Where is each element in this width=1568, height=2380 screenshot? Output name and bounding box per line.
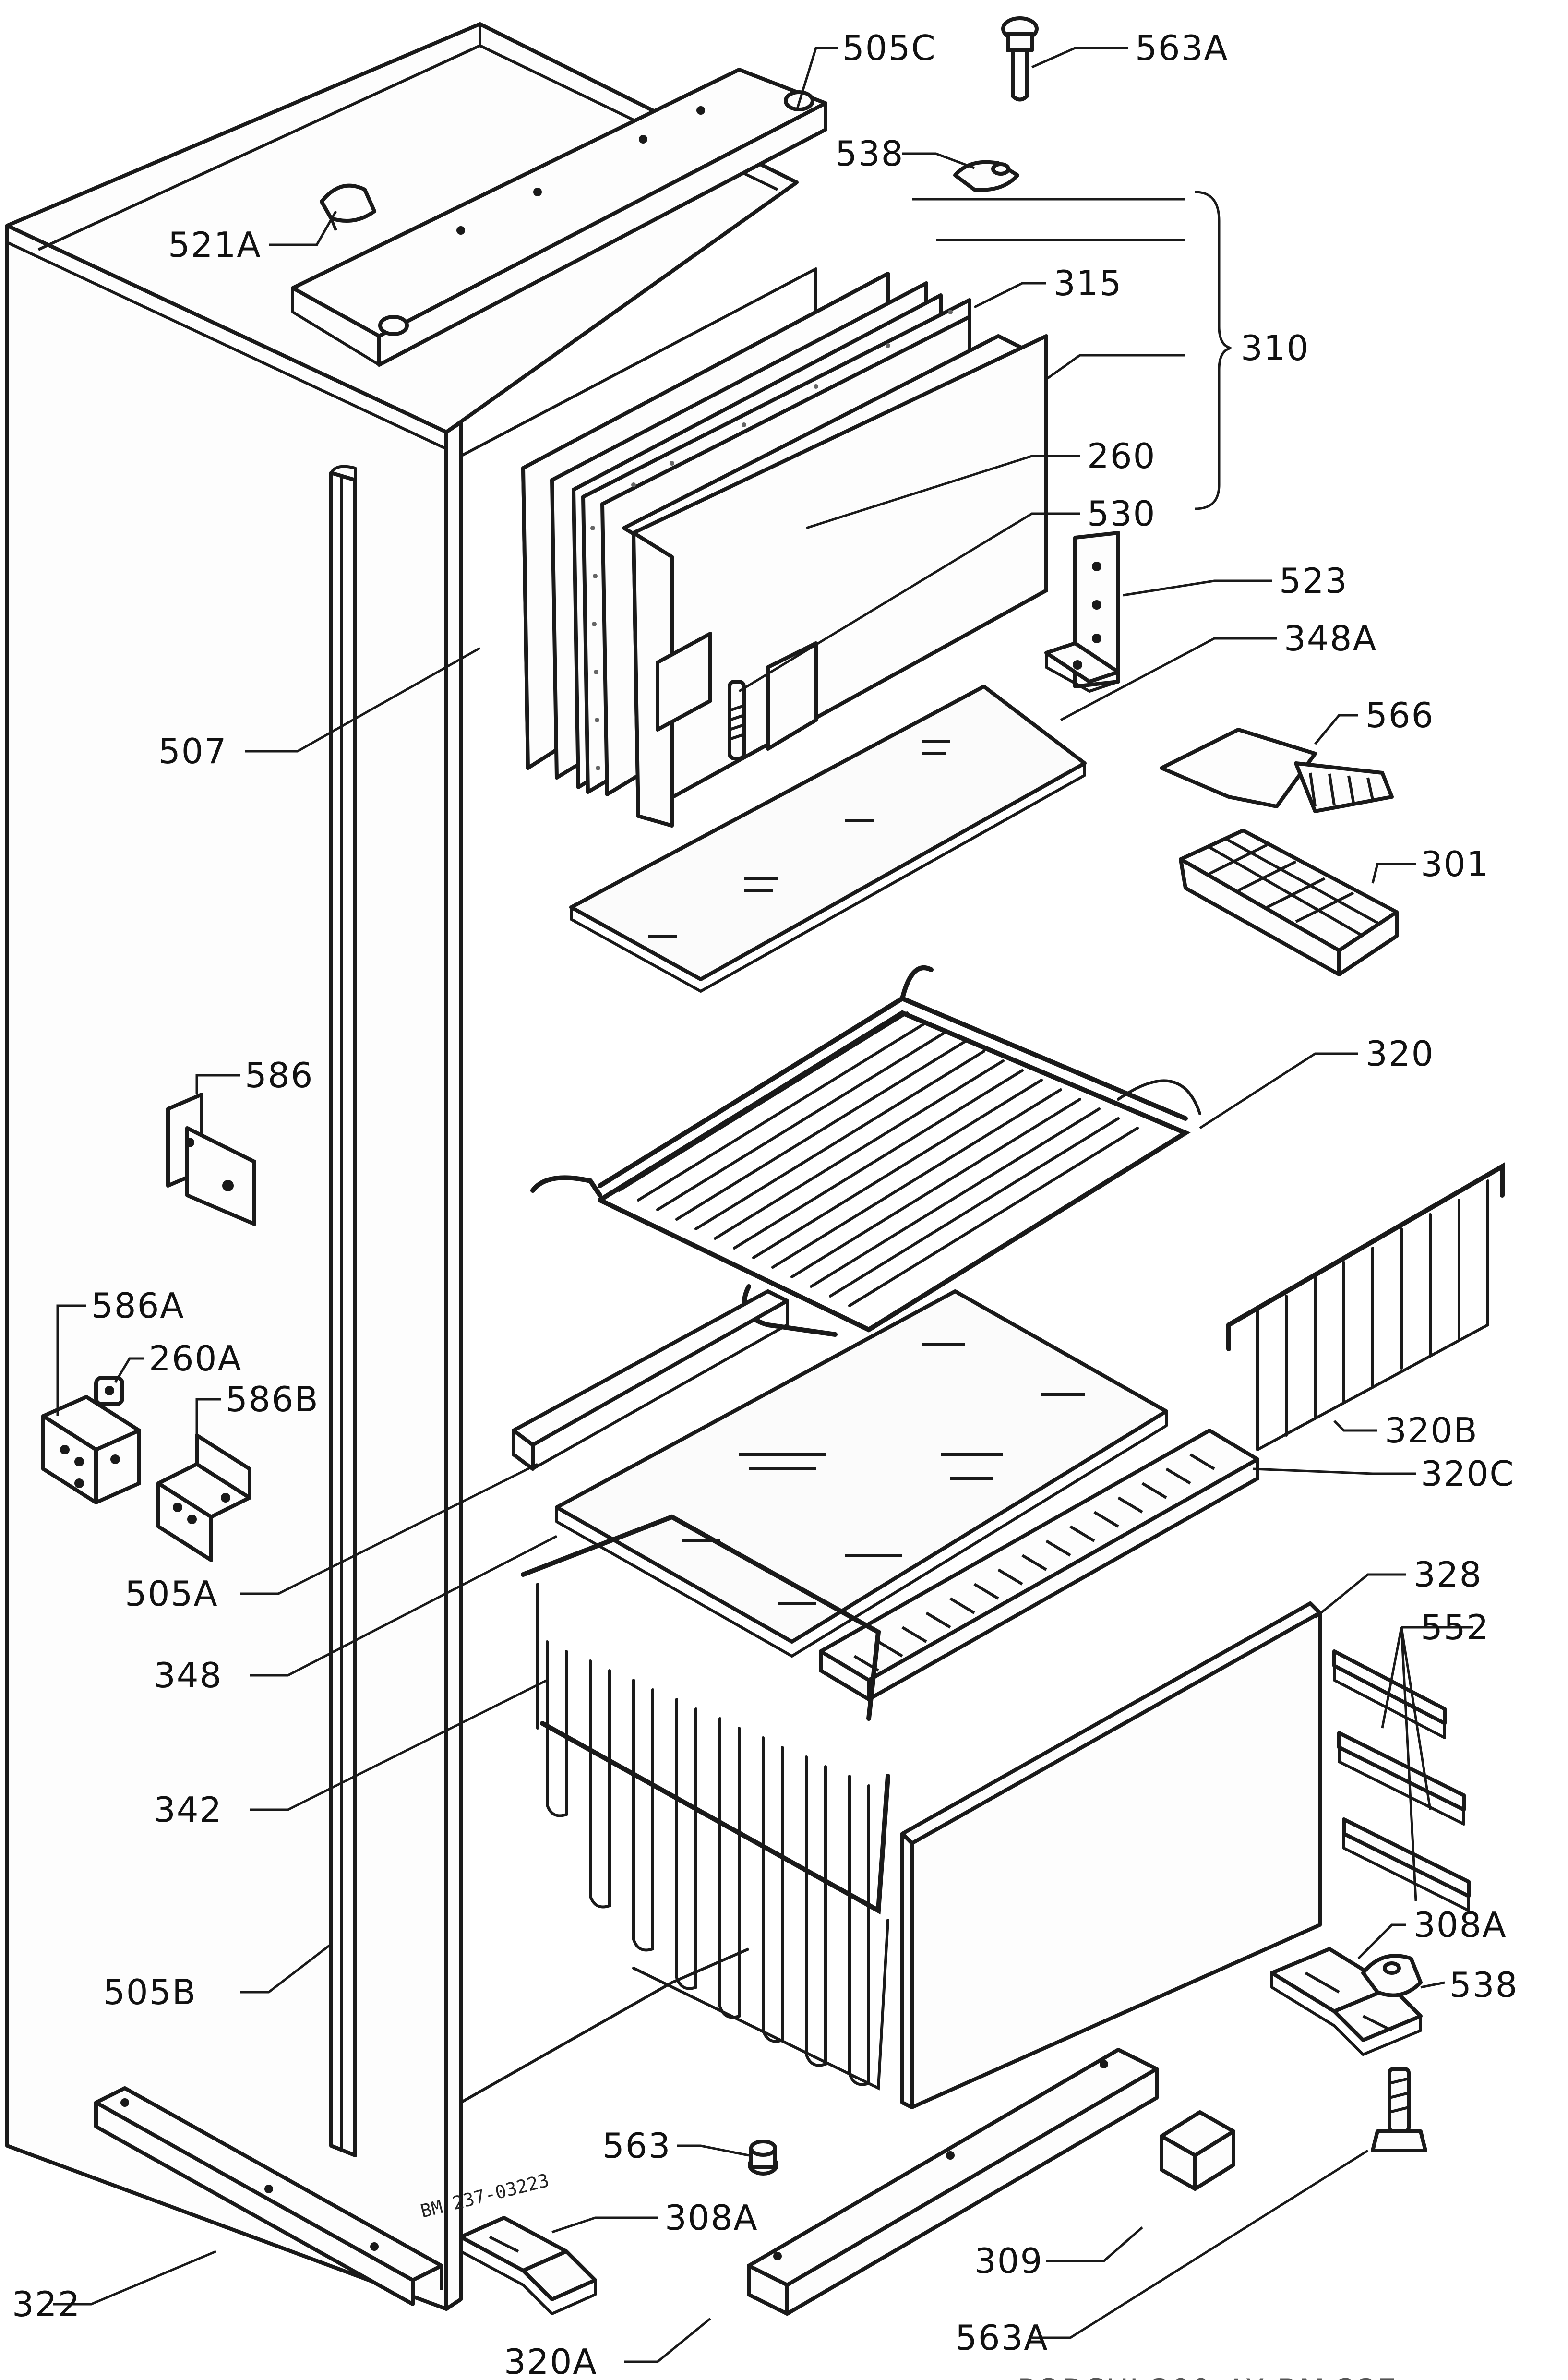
- label-301: 301: [1421, 844, 1489, 884]
- clip-260A: [94, 1376, 124, 1406]
- label-342: 342: [154, 1790, 222, 1830]
- label-309: 309: [974, 2241, 1043, 2281]
- front-cover-328: [900, 1601, 1322, 2109]
- seal-strip-505A: [512, 1289, 789, 1471]
- label-586: 586: [245, 1055, 313, 1095]
- brace-310: [1195, 191, 1232, 510]
- label-320B: 320B: [1385, 1410, 1478, 1451]
- ice-scraper-566: [1160, 728, 1394, 813]
- nut-563: [748, 2140, 778, 2176]
- label-308A-right: 308A: [1413, 1905, 1507, 1945]
- cam-bushing-538-right: [1361, 1954, 1423, 1997]
- wire-rack-320B: [1226, 1162, 1505, 1451]
- label-320A: 320A: [504, 2342, 598, 2380]
- label-505B: 505B: [103, 1972, 197, 2012]
- footer-code: PODSUI 300-4X BM 237: [1017, 2372, 1398, 2380]
- glass-shelf-348: [555, 1289, 1168, 1658]
- label-538-right: 538: [1449, 1965, 1518, 2005]
- wire-shelf-320: [530, 965, 1201, 1337]
- label-566: 566: [1365, 695, 1434, 735]
- screw-563A-bottom: [1371, 2067, 1427, 2152]
- label-586A: 586A: [91, 1286, 185, 1326]
- label-563A-bottom: 563A: [955, 2318, 1049, 2358]
- glass-shelf-348A: [569, 685, 1087, 993]
- label-322: 322: [12, 2284, 81, 2324]
- label-260A: 260A: [149, 1338, 242, 1379]
- leader-lines: [53, 47, 1473, 2363]
- bottom-rail-322: [94, 2086, 443, 2306]
- label-563A-top: 563A: [1135, 28, 1229, 68]
- label-328: 328: [1413, 1554, 1482, 1595]
- bottom-front-rail-320A: [747, 2048, 1159, 2316]
- screw-563A-top: [1001, 16, 1039, 102]
- label-530: 530: [1087, 493, 1156, 534]
- freezer-door-assembly-310: [521, 272, 1048, 828]
- label-308A-bottom: 308A: [665, 2198, 758, 2238]
- hinge-308A-bottom: [459, 2216, 597, 2315]
- label-310: 310: [1241, 328, 1309, 368]
- bracket-586: [166, 1093, 256, 1226]
- label-260: 260: [1087, 436, 1156, 476]
- gasket-speckle: [590, 310, 953, 770]
- label-586B: 586B: [226, 1379, 319, 1419]
- ice-cube-tray-301: [1179, 829, 1399, 976]
- label-315: 315: [1053, 263, 1122, 303]
- label-320: 320: [1365, 1034, 1434, 1074]
- guide-rails-552: [1332, 1649, 1471, 1912]
- foot-block-309: [1160, 2110, 1235, 2191]
- bracket-586A: [41, 1395, 141, 1504]
- label-507: 507: [158, 731, 227, 771]
- label-505C: 505C: [842, 28, 936, 68]
- top-rail-505C: [291, 68, 827, 367]
- part-labels: 505C 563A 538 521A 315 310 260 530 523 3…: [12, 28, 1518, 2380]
- label-552: 552: [1421, 1607, 1489, 1647]
- label-521A: 521A: [168, 225, 262, 265]
- cam-bushing-538-top: [953, 160, 1019, 192]
- label-505A: 505A: [125, 1574, 218, 1614]
- label-563: 563: [602, 2126, 671, 2166]
- wire-basket-342: [521, 1514, 890, 2091]
- hinge-bracket-523: [1044, 531, 1120, 693]
- hinge-pin-530: [728, 680, 746, 760]
- label-348A: 348A: [1284, 618, 1377, 659]
- label-523: 523: [1279, 561, 1348, 601]
- door-seal-strip-505B: [329, 465, 357, 2157]
- label-348: 348: [154, 1655, 222, 1695]
- label-320C: 320C: [1421, 1454, 1515, 1494]
- label-538-top: 538: [835, 133, 904, 174]
- bracket-586B: [156, 1433, 251, 1562]
